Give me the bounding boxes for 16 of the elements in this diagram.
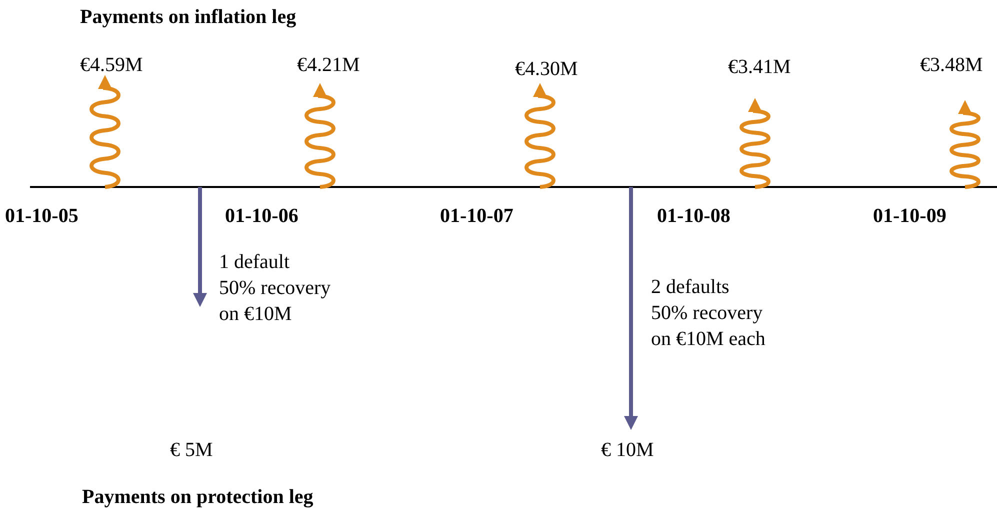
date-label: 01-10-07 bbox=[440, 204, 514, 229]
note-text: 1 default 50% recovery on €10M bbox=[219, 250, 331, 327]
date-label: 01-10-06 bbox=[225, 204, 298, 229]
amount-label: €4.21M bbox=[297, 53, 360, 78]
amount-label: € 5M bbox=[170, 438, 213, 463]
heading: Payments on protection leg bbox=[82, 485, 314, 510]
heading: Payments on inflation leg bbox=[80, 5, 296, 30]
amount-label: €4.59M bbox=[80, 53, 143, 78]
date-label: 01-10-09 bbox=[873, 204, 946, 229]
date-label: 01-10-08 bbox=[657, 204, 730, 229]
note-text: 2 defaults 50% recovery on €10M each bbox=[651, 275, 766, 352]
amount-label: €4.30M bbox=[515, 57, 578, 82]
date-label: 01-10-05 bbox=[5, 204, 78, 229]
amount-label: € 10M bbox=[601, 438, 654, 463]
amount-label: €3.41M bbox=[728, 55, 791, 80]
amount-label: €3.48M bbox=[920, 53, 983, 78]
